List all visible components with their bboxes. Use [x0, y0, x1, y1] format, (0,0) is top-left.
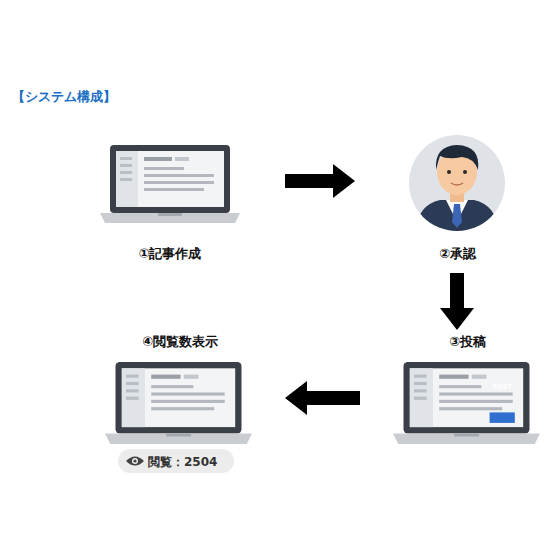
flow-arrow — [285, 381, 360, 415]
flow-arrow — [440, 273, 474, 330]
step-label: ①記事作成 — [100, 245, 240, 263]
step-label: ②承認 — [400, 245, 515, 263]
person-icon — [409, 135, 505, 231]
post-badge-text: POST — [490, 382, 515, 393]
laptop-icon — [100, 145, 240, 223]
step-label: ④閲覧数表示 — [100, 333, 260, 351]
diagram-title: 【システム構成】 — [12, 88, 116, 106]
process-node: ③投稿 POST — [390, 333, 545, 445]
flow-arrow — [285, 164, 355, 198]
process-node: ①記事作成 — [100, 145, 240, 265]
view-count: 閲覧：2504 — [148, 452, 217, 472]
process-node: ④閲覧数表示閲覧：2504 — [100, 333, 260, 475]
laptop-icon — [105, 362, 252, 444]
laptop-icon — [393, 362, 540, 444]
process-node: ②承認 — [400, 135, 515, 265]
step-label: ③投稿 — [390, 333, 545, 351]
view-badge — [118, 449, 234, 473]
